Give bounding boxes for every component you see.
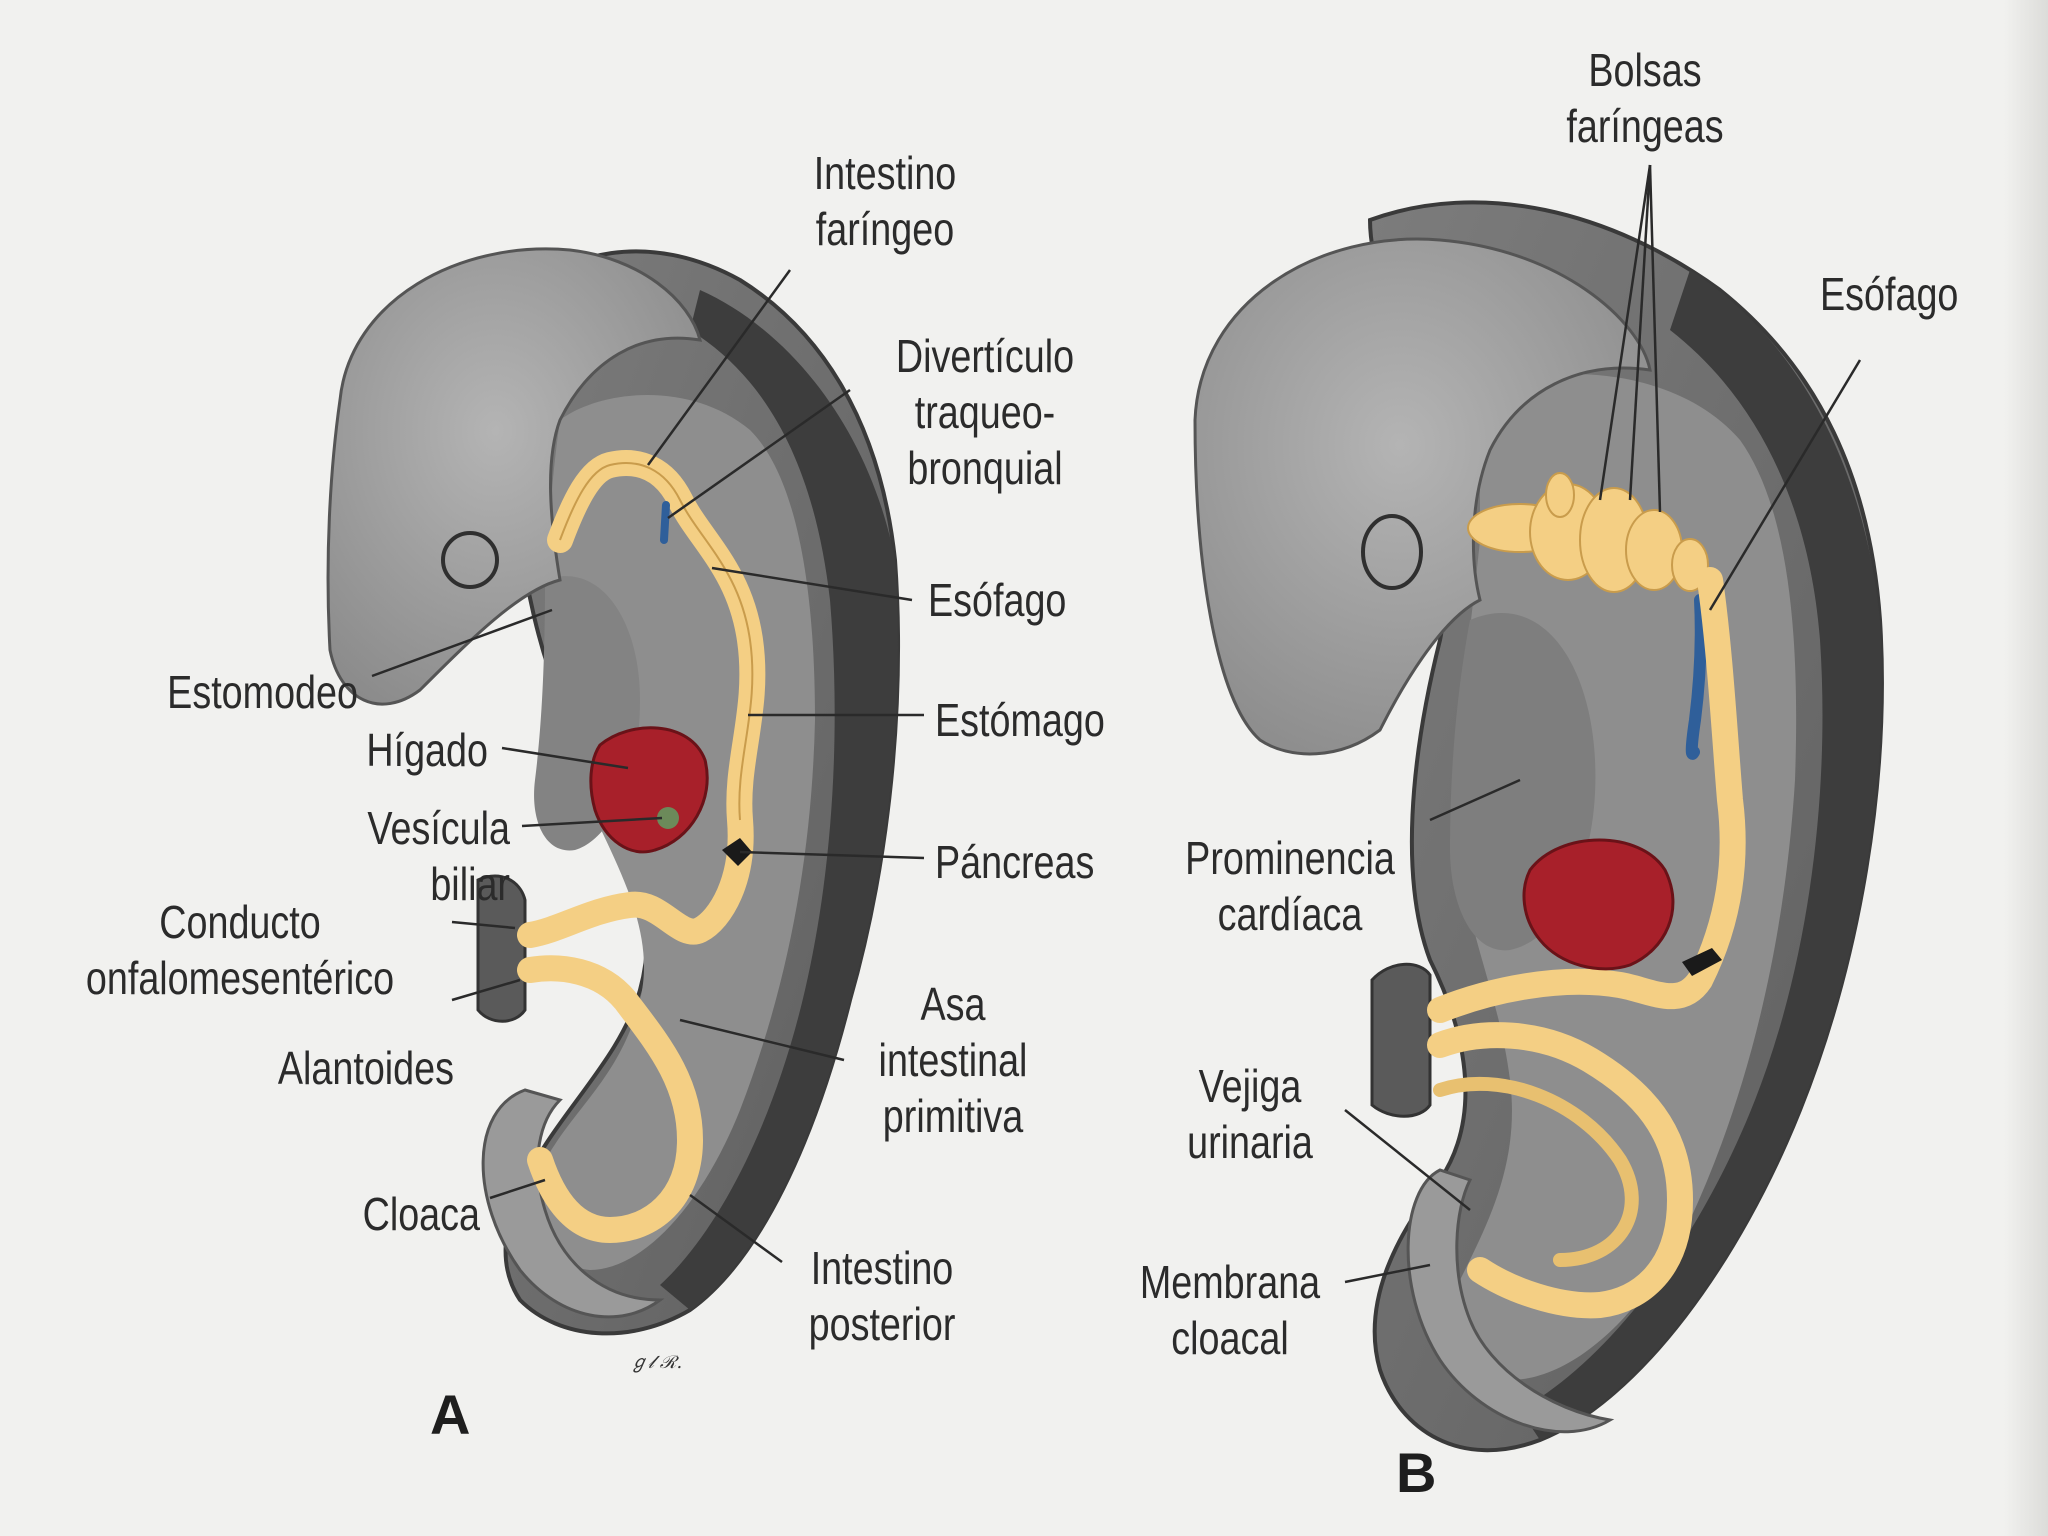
leader-a-asa — [679, 1018, 845, 1062]
leader-b-vejiga — [1344, 1109, 1471, 1211]
panel-letter-a: A — [430, 1383, 471, 1446]
embryo-b-gut — [1427, 567, 1746, 1319]
embryo-b — [1193, 164, 1884, 1453]
embryo-b-yolk-stalk — [1370, 962, 1432, 1118]
label-estomago: Estómago — [935, 694, 1105, 746]
embryo-a-pancreas — [722, 838, 752, 866]
embryo-a-eye — [441, 531, 499, 589]
embryo-a-trachea — [660, 501, 670, 544]
label-bolsas-faringeas: Bolsas faríngeas — [1566, 44, 1724, 152]
leader-b-membrana — [1344, 1263, 1431, 1284]
embryo-b-head — [1193, 237, 1652, 756]
embryo-b-pancreas — [1682, 948, 1722, 976]
leader-b-bolsas-2 — [1628, 164, 1652, 501]
embryo-b-trachea — [1685, 594, 1707, 760]
embryo-a-gut-outline — [559, 462, 754, 821]
label-esofago-a: Esófago — [928, 574, 1067, 626]
leader-a-pancreas — [739, 850, 925, 860]
leader-b-bolsas-1 — [1598, 164, 1652, 501]
leader-b-esofago — [1708, 359, 1862, 611]
leader-a-higado — [501, 746, 629, 770]
embryo-b-gut-loop — [1433, 1076, 1639, 1267]
label-diverticulo-traqueobronquial: Divertículo traqueo- bronquial — [895, 330, 1075, 494]
label-pancreas: Páncreas — [935, 836, 1095, 888]
embryo-b-liver — [1522, 838, 1675, 971]
embryo-a-yolk-stalk — [476, 874, 527, 1023]
scan-edge-shadow — [2004, 0, 2048, 1536]
embryo-a-gallbladder — [657, 807, 679, 829]
panel-letter-b: B — [1396, 1441, 1437, 1504]
label-prominencia-cardiaca: Prominencia cardíaca — [1185, 832, 1395, 940]
embryo-a — [326, 247, 925, 1336]
embryo-b-tail — [1406, 1168, 1615, 1434]
leader-b-bolsas-3 — [1648, 164, 1662, 513]
embryo-b-eye — [1361, 514, 1423, 590]
label-membrana-cloacal: Membrana cloacal — [1139, 1256, 1321, 1364]
leader-a-intestino-posterior — [689, 1193, 783, 1264]
label-esofago-b: Esófago — [1820, 268, 1959, 320]
label-intestino-faringeo: Intestino faríngeo — [813, 147, 957, 255]
label-asa-intestinal-primitiva: Asa intestinal primitiva — [878, 978, 1028, 1142]
embryo-b-pharyngeal-pouches — [1467, 472, 1709, 593]
leader-a-alantoides — [451, 978, 521, 1002]
label-vesicula-biliar: Vesícula biliar — [367, 802, 510, 910]
label-alantoides: Alantoides — [277, 1042, 454, 1094]
label-cloaca: Cloaca — [362, 1188, 480, 1240]
artist-signature: ℊ𝓁 ℛ. — [630, 1352, 683, 1373]
leader-a-intestino-faringeo — [646, 269, 792, 466]
label-higado: Hígado — [366, 724, 488, 776]
leader-a-diverticulo — [667, 388, 851, 520]
embryo-a-head — [326, 247, 703, 706]
leader-a-vesicula — [521, 816, 663, 828]
embryo-a-dorsal-strip — [660, 290, 898, 1310]
label-conducto-onfalomesenterico: Conducto onfalomesentérico — [85, 896, 395, 1004]
label-vejiga-urinaria: Vejiga urinaria — [1187, 1060, 1313, 1168]
leader-a-cloaca — [489, 1178, 546, 1200]
leader-a-conducto — [451, 920, 516, 930]
label-estomodeo: Estomodeo — [167, 666, 358, 718]
leader-a-esofago — [711, 566, 913, 602]
label-intestino-posterior: Intestino posterior — [808, 1242, 956, 1350]
leader-b-prominencia — [1429, 778, 1521, 822]
leader-a-estomodeo — [371, 608, 553, 678]
